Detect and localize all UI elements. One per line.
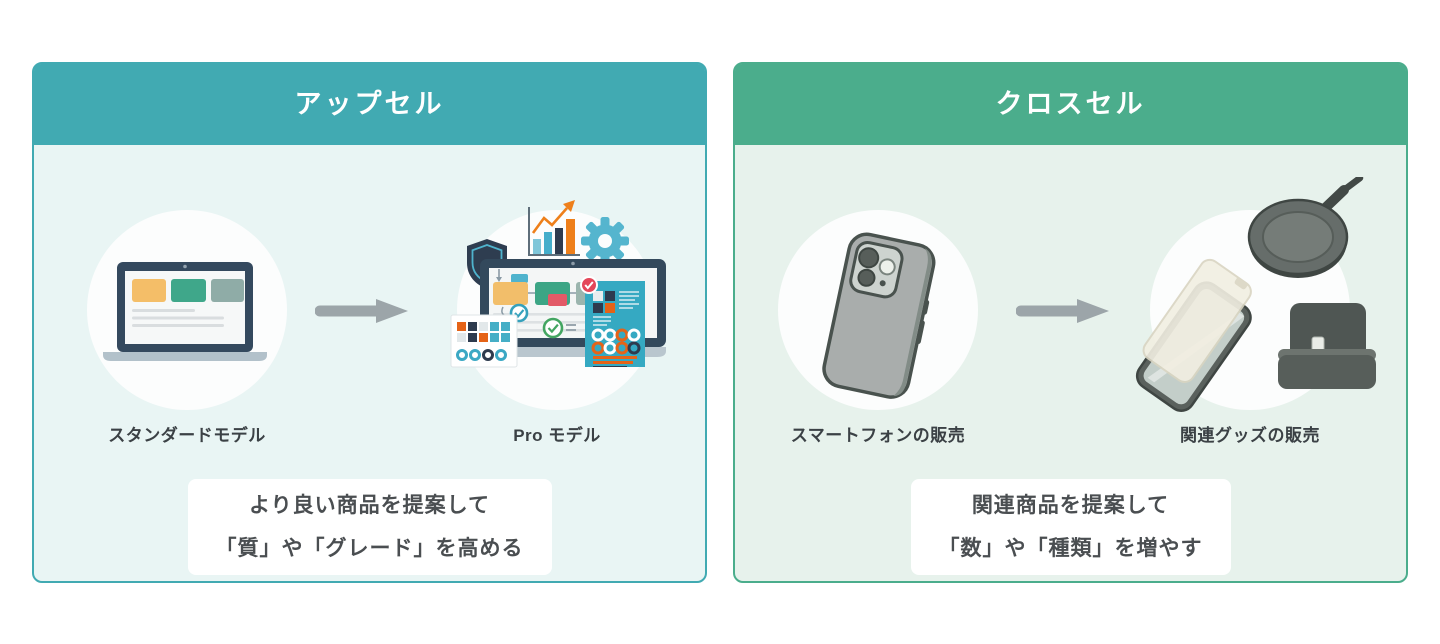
- upsell-header: アップセル: [34, 64, 705, 145]
- cross-sell-description-line2: 「数」や「種類」を増やす: [938, 537, 1203, 560]
- upsell-description-line2: 「質」や「グレード」を高める: [215, 537, 524, 560]
- phone-accessories-illustration: [1135, 177, 1376, 412]
- upsell-after-label: Pro モデル: [513, 426, 601, 445]
- charging-dock: [1278, 303, 1376, 389]
- upsell-description-line1: より良い商品を提案して: [249, 494, 490, 517]
- pro-laptop-illustration: [450, 200, 666, 368]
- cross-sell-after-circle: [1135, 177, 1376, 412]
- cross-sell-before-circle: [778, 210, 978, 410]
- cross-sell-description-box: 関連商品を提案して 「数」や「種類」を増やす: [910, 479, 1231, 575]
- cross-sell-header: クロスセル: [735, 64, 1406, 145]
- gear-icon: [581, 217, 629, 265]
- upsell-title: アップセル: [294, 89, 445, 119]
- screen-protector: [1135, 258, 1252, 412]
- growth-chart-icon: [528, 200, 580, 256]
- standard-laptop-illustration: [103, 262, 267, 361]
- arrow-right-icon: [1016, 299, 1109, 323]
- cross-sell-description-line1: 関連商品を提案して: [971, 494, 1170, 517]
- cross-sell-before-label: スマートフォンの販売: [790, 426, 966, 445]
- wireless-charger: [1247, 177, 1364, 278]
- upsell-description-box: より良い商品を提案して 「質」や「グレード」を高める: [187, 479, 552, 575]
- upsell-after-circle: [450, 200, 666, 410]
- cross-sell-title: クロスセル: [995, 89, 1146, 119]
- arrow-right-icon: [315, 299, 408, 323]
- cross-sell-card: クロスセル: [733, 62, 1408, 583]
- smartphone-illustration: [822, 232, 936, 399]
- upsell-before-label: スタンダードモデル: [108, 426, 266, 445]
- upsell-card: アップセル: [32, 62, 707, 583]
- stats-card: [450, 314, 518, 368]
- upsell-before-circle: [87, 210, 287, 410]
- report-document: [580, 276, 645, 367]
- cross-sell-after-label: 関連グッズの販売: [1180, 426, 1320, 445]
